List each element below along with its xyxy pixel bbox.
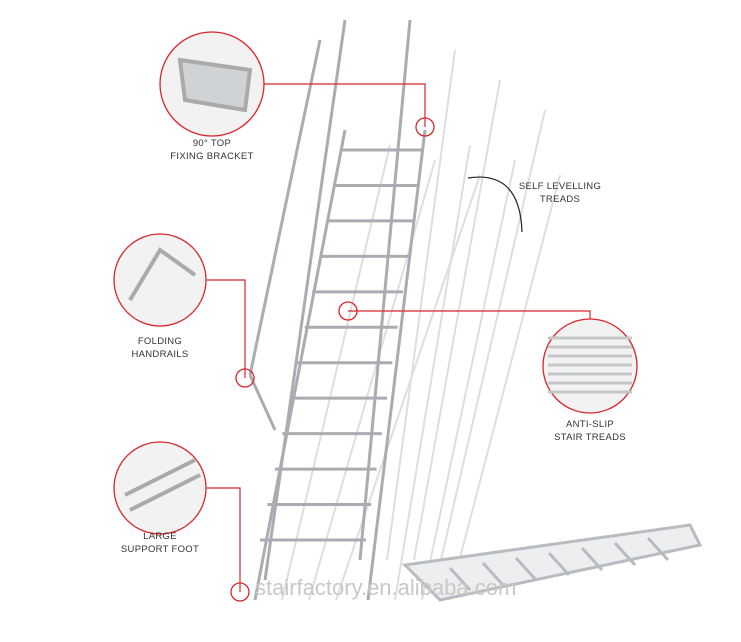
ghost-handrail <box>386 49 456 561</box>
label-line: SUPPORT FOOT <box>120 544 200 555</box>
label-line: FOLDING <box>137 336 183 347</box>
handrail-brace <box>248 374 277 431</box>
label-line: SELF LEVELLING <box>518 181 602 192</box>
label-top-bracket: 90° TOP FIXING BRACKET <box>152 137 272 163</box>
folded-tread <box>514 556 538 582</box>
label-line: LARGE <box>143 531 177 542</box>
folded-tread <box>481 561 505 587</box>
support-foot-detail <box>113 441 207 535</box>
callout-circles <box>113 31 638 602</box>
label-support-foot: LARGE SUPPORT FOOT <box>100 530 220 556</box>
callout-lines <box>205 83 591 592</box>
folded-stair-frame <box>401 523 703 602</box>
label-self-levelling: SELF LEVELLING TREADS <box>500 180 620 206</box>
ghost-handrail <box>413 79 501 561</box>
ghost-stringer <box>448 174 561 601</box>
label-line: STAIR TREADS <box>554 432 626 443</box>
handrail-left <box>263 19 347 581</box>
folded-stair-image <box>401 523 703 602</box>
levelling-arrow-icon <box>467 176 523 233</box>
left-stringer <box>253 129 347 601</box>
label-handrails: FOLDING HANDRAILS <box>100 335 220 361</box>
label-line: HANDRAILS <box>131 349 189 360</box>
label-anti-slip: ANTI-SLIP STAIR TREADS <box>530 418 650 444</box>
handrail-right <box>358 19 412 561</box>
folded-tread <box>646 536 670 562</box>
folded-tread <box>613 541 637 567</box>
label-line: ANTI-SLIP <box>565 419 615 430</box>
ghost-handrail <box>440 109 546 561</box>
folded-tread <box>580 546 604 572</box>
handrail-detail <box>113 233 207 327</box>
label-line: TREADS <box>539 194 581 205</box>
handrail-support <box>248 39 322 376</box>
folded-tread <box>547 551 571 577</box>
watermark: stairfactory.en.alibaba.com <box>255 575 517 600</box>
label-line: FIXING BRACKET <box>170 151 254 162</box>
label-line: 90° TOP <box>192 138 232 149</box>
ghost-stringer <box>421 159 516 601</box>
detail-graphics <box>124 57 253 512</box>
ghost-stringer <box>308 159 436 601</box>
folded-tread <box>448 566 472 592</box>
right-stringer <box>366 129 427 601</box>
ghost-stringer <box>335 174 481 601</box>
ghost-stringer <box>394 144 471 601</box>
